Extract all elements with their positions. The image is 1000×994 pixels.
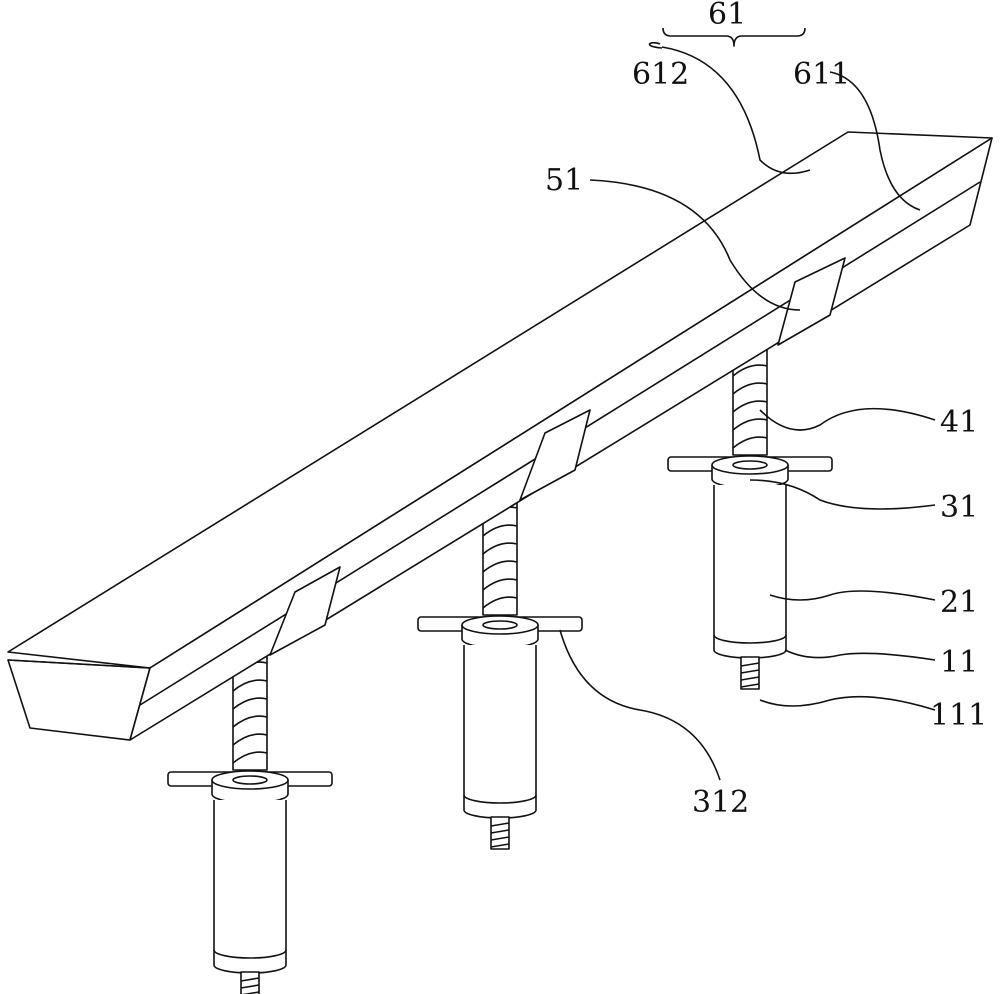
- label-312: 312: [692, 785, 749, 820]
- label-31: 31: [940, 490, 978, 525]
- label-61: 61: [708, 0, 746, 32]
- support-unit: [168, 655, 332, 994]
- label-111: 111: [930, 698, 987, 733]
- label-51: 51: [545, 163, 583, 198]
- label-611: 611: [793, 57, 850, 92]
- collar-hole: [483, 621, 517, 629]
- cylinder-21: [464, 645, 536, 818]
- collar-hole: [233, 776, 267, 784]
- support-unit: [418, 500, 582, 849]
- label-21: 21: [940, 585, 978, 620]
- beam-end-face: [8, 660, 150, 740]
- label-612: 612: [632, 57, 689, 92]
- collar-hole: [733, 461, 767, 469]
- label-11: 11: [940, 645, 978, 680]
- cylinder-21: [214, 800, 286, 973]
- cylinder-21: [714, 485, 786, 658]
- label-41: 41: [940, 405, 978, 440]
- bottom-screw-111: [241, 972, 259, 994]
